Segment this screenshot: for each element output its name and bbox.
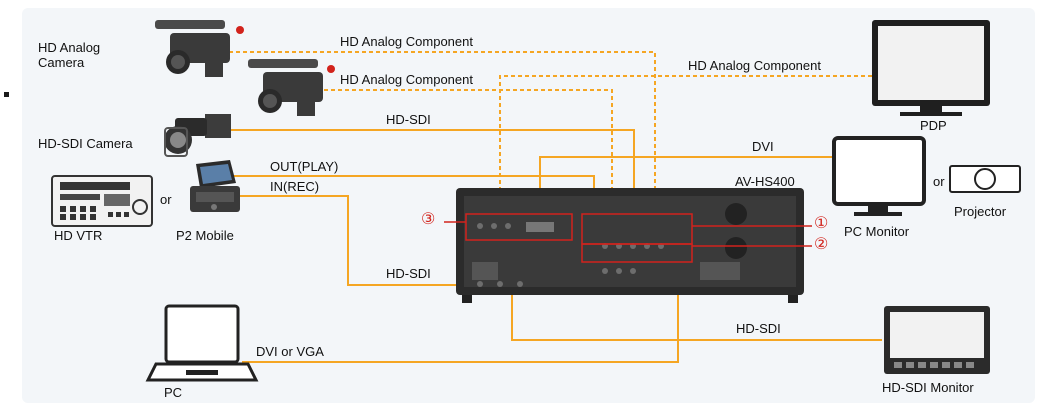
hd-analog-camera-1-icon [155,20,244,77]
pc-label: PC [164,385,183,400]
pc-monitor-label: PC Monitor [844,224,910,239]
callout-1: ① [814,215,829,232]
hd-analog-cable-3 [499,75,872,212]
hd-sdi-monitor-line-label: HD-SDI [736,321,781,336]
projector-label: Projector [954,204,1007,219]
hd-sdi-monitor-cable [511,280,882,341]
callout-frame-3 [465,213,573,241]
av-hs400-unit [444,188,812,303]
hd-analog-cable-2 [275,89,613,232]
pdp-label: PDP [920,118,947,133]
out-play-label: OUT(PLAY) [270,159,339,174]
p2-mobile-label: P2 Mobile [176,228,234,243]
pdp-icon [872,20,990,116]
or-label-1: or [160,192,172,207]
hd-sdi-monitor-label: HD-SDI Monitor [882,380,974,395]
or-label-2: or [933,174,945,189]
projector-icon [949,165,1021,193]
hd-sdi-monitor-icon [884,306,990,374]
in-rec-cable [232,195,470,286]
hd-sdi-vtr-line-label: HD-SDI [386,266,431,281]
hd-analog-camera-2-icon [248,59,335,116]
dvi-or-vga-label: DVI or VGA [256,344,324,359]
pc-laptop-icon [145,304,259,382]
hd-analog-component-label-1: HD Analog Component [340,34,473,49]
hd-sdi-camera-line-label: HD-SDI [386,112,431,127]
callout-frame-2 [581,243,693,263]
bullet-marker [4,92,9,97]
hd-analog-component-label-3: HD Analog Component [688,58,821,73]
dvi-line-label: DVI [752,139,774,154]
callout-3: ③ [421,211,436,228]
hd-vtr-label: HD VTR [54,228,103,243]
hd-analog-cable-1 [215,51,656,232]
hd-sdi-camera-icon [164,114,231,157]
callout-2: ② [814,236,829,253]
hd-analog-camera-label: HD Analog Camera [38,40,101,70]
hd-analog-component-label-2: HD Analog Component [340,72,473,87]
in-rec-label: IN(REC) [270,179,320,194]
p2-mobile-icon [190,160,240,212]
av-hs400-label: AV-HS400 [735,174,795,189]
hd-vtr-icon [51,175,153,227]
hd-sdi-camera-label: HD-SDI Camera [38,136,133,151]
pc-monitor-icon [832,136,926,216]
